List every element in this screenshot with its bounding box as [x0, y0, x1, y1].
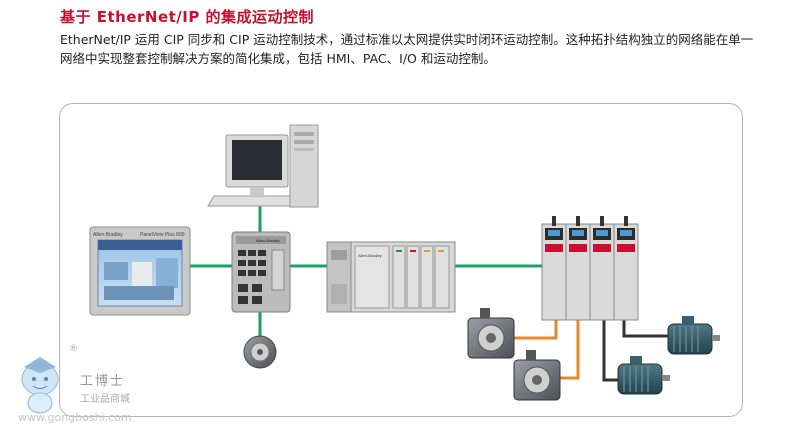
hmi-panelview[interactable]: Allen-Bradley PanelView Plus 600 [89, 226, 191, 316]
switch-brand-label: Allen-Bradley [256, 238, 280, 243]
ac-motor-2[interactable] [617, 356, 670, 395]
rotary-encoder[interactable] [243, 335, 277, 369]
watermark-registered-mark: ® [69, 344, 78, 354]
plc-brand-label: Allen-Bradley [358, 253, 382, 258]
intro-paragraph: EtherNet/IP 运用 CIP 同步和 CIP 运动控制技术，通过标准以太… [60, 32, 754, 66]
power-cable-acmotor1 [602, 318, 618, 382]
watermark-url: www.gongboshi.com [18, 411, 132, 424]
power-cable-acmotor2 [622, 318, 668, 338]
hmi-brand-label: Allen-Bradley [93, 232, 123, 238]
switch-ports [238, 250, 266, 304]
watermark-subtitle: 工业品商城 [80, 394, 130, 405]
plc-controller[interactable]: Allen-Bradley [326, 241, 456, 313]
watermark-name: 工博士 [80, 374, 126, 389]
feedback-cables [514, 318, 580, 380]
power-cables [602, 318, 668, 382]
io-modules [392, 245, 450, 309]
workstation-pc[interactable] [207, 124, 319, 208]
feedback-cable-motor2 [560, 318, 580, 380]
servo-drive-3[interactable] [589, 216, 615, 321]
servo-motor-2[interactable] [513, 350, 561, 401]
page-title: 基于 EtherNet/IP 的集成运动控制 [60, 8, 315, 26]
servo-motor-1[interactable] [467, 308, 515, 359]
feedback-cable-motor1 [514, 318, 558, 340]
ac-motor-1[interactable] [667, 316, 720, 355]
ethernet-switch[interactable]: Allen-Bradley [231, 231, 291, 313]
servo-drive-2[interactable] [565, 216, 591, 321]
servo-drive-1[interactable] [541, 216, 567, 321]
hmi-model-label: PanelView Plus 600 [140, 232, 185, 238]
servo-drive-4[interactable] [613, 216, 639, 321]
watermark-mascot-icon [21, 357, 59, 414]
servo-drives[interactable] [541, 216, 639, 321]
